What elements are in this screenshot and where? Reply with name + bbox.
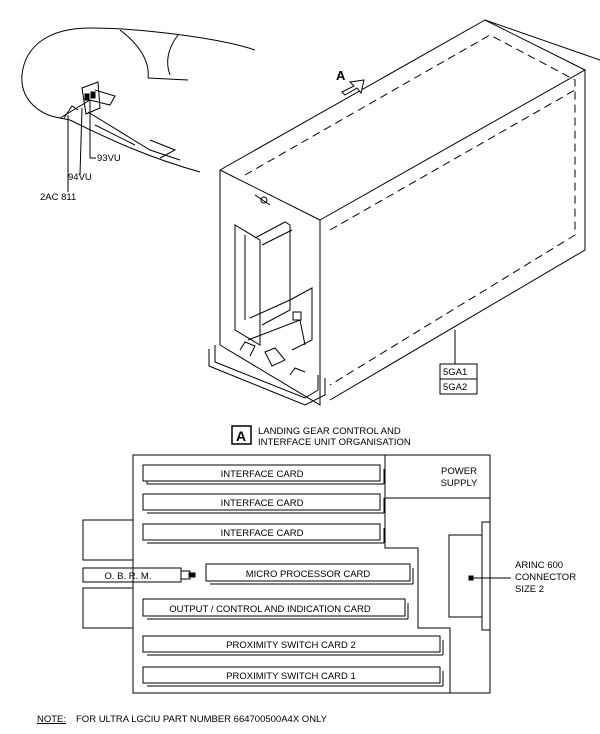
obrm-label: O. B. R. M. bbox=[105, 571, 152, 582]
note-text: FOR ULTRA LGCIU PART NUMBER 664700500A4X… bbox=[76, 714, 328, 725]
organisation-diagram bbox=[82, 454, 511, 694]
aircraft-nose-sketch bbox=[21, 27, 256, 173]
micro-processor-card bbox=[205, 563, 411, 582]
label-2ac811: 2AC 811 bbox=[40, 192, 76, 203]
power-supply-label-line2: SUPPLY bbox=[441, 478, 478, 489]
view-a-title-line2: INTERFACE UNIT ORGANISATION bbox=[258, 437, 411, 448]
output-control-card-label: OUTPUT / CONTROL AND INDICATION CARD bbox=[169, 604, 371, 615]
proximity-switch-card-2 bbox=[142, 635, 441, 653]
view-a-title-line1: LANDING GEAR CONTROL AND bbox=[258, 426, 401, 437]
connector-label-line3: SIZE 2 bbox=[515, 584, 544, 595]
unit-id-5ga2: 5GA2 bbox=[443, 382, 467, 393]
connector-label-line1: ARINC 600 bbox=[515, 560, 563, 571]
interface-card-1 bbox=[142, 464, 381, 482]
location-leaders bbox=[67, 100, 96, 192]
lgciu-unit-drawing bbox=[208, 19, 600, 406]
view-a-box-letter: A bbox=[236, 428, 246, 444]
connector-label-line2: CONNECTOR bbox=[515, 572, 576, 583]
interface-card-2 bbox=[142, 493, 381, 511]
label-93vu: 93VU bbox=[97, 153, 121, 164]
power-supply-label-line1: POWER bbox=[441, 466, 477, 477]
proximity-switch-card-1 bbox=[142, 666, 441, 684]
interface-card-2-label: INTERFACE CARD bbox=[221, 498, 304, 509]
view-a-letter: A bbox=[336, 68, 346, 83]
proximity-switch-card-1-label: PROXIMITY SWITCH CARD 1 bbox=[226, 671, 356, 682]
view-a-box bbox=[231, 425, 252, 445]
unit-id-5ga1: 5GA1 bbox=[443, 367, 467, 378]
output-control-card bbox=[142, 598, 406, 617]
interface-card-1-label: INTERFACE CARD bbox=[221, 469, 304, 480]
label-94vu: 94VU bbox=[68, 172, 92, 183]
interface-card-3 bbox=[142, 523, 381, 541]
card-slots bbox=[82, 464, 444, 687]
proximity-switch-card-2-label: PROXIMITY SWITCH CARD 2 bbox=[226, 640, 356, 651]
note-label: NOTE: bbox=[37, 714, 66, 725]
micro-processor-card-label: MICRO PROCESSOR CARD bbox=[246, 569, 371, 580]
interface-card-3-label: INTERFACE CARD bbox=[221, 528, 304, 539]
unit-id-callout bbox=[439, 330, 478, 395]
